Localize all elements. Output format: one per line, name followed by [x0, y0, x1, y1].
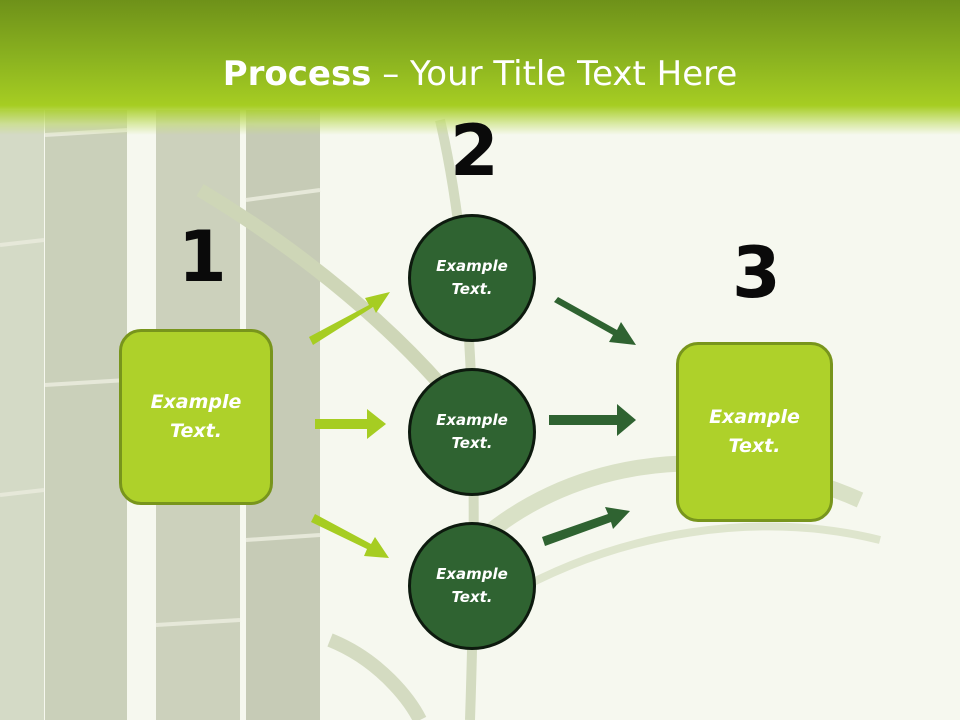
step-1-box-label: Example Text.	[150, 391, 242, 442]
arrow-to-circle-2	[315, 409, 386, 439]
title-bold-part: Process	[222, 54, 372, 94]
step-2-circle-top[interactable]: Example Text.	[408, 214, 536, 342]
step-3-box[interactable]: Example Text.	[676, 342, 833, 522]
step-3-box-label: Example Text.	[709, 406, 800, 457]
step-number-3: 3	[732, 232, 781, 314]
step-2-circle-middle[interactable]: Example Text.	[408, 368, 536, 496]
arrow-to-circle-3	[311, 514, 389, 558]
step-2-circle-bottom[interactable]: Example Text.	[408, 522, 536, 650]
step-1-box[interactable]: Example Text.	[119, 329, 273, 505]
circle-label: Example Text.	[436, 257, 508, 298]
step-number-2: 2	[450, 110, 499, 192]
circle-label: Example Text.	[436, 565, 508, 606]
step-number-1: 1	[178, 216, 227, 298]
arrow-to-circle-1	[309, 292, 390, 345]
slide-title: Process – Your Title Text Here	[0, 52, 960, 96]
arrow-from-circle-3	[542, 507, 630, 546]
arrow-from-circle-2	[549, 404, 636, 436]
header-band	[0, 0, 960, 135]
title-rest-part: – Your Title Text Here	[371, 54, 738, 94]
arrow-from-circle-1	[554, 297, 636, 345]
circle-label: Example Text.	[436, 411, 508, 452]
